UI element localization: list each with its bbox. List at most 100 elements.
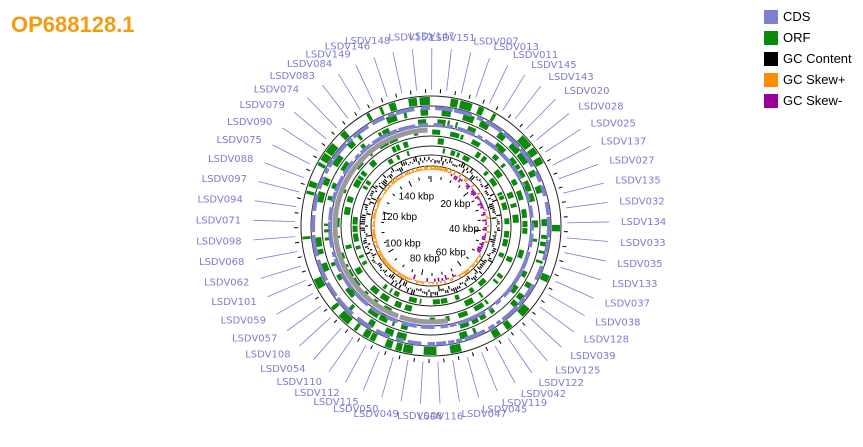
gc-content-mark (461, 282, 464, 285)
gene-label: LSDV097 (202, 174, 247, 185)
gene-label: LSDV032 (619, 196, 664, 207)
orf-block (330, 302, 340, 311)
gene-leader-line (400, 359, 409, 402)
gc-skew-mark (374, 209, 378, 212)
gene-label: LSDV050 (333, 404, 378, 415)
gene-label: LSDV115 (313, 397, 358, 408)
gene-leader-line (264, 162, 304, 179)
gene-leader-line (253, 236, 296, 241)
orf-block (314, 237, 323, 248)
gene-leader-line (355, 64, 374, 103)
orf-block (510, 178, 518, 187)
orf-block (308, 180, 318, 189)
outer-tick (510, 331, 514, 336)
outer-tick (357, 338, 361, 342)
gc-content-mark (484, 190, 488, 193)
orf-block (503, 230, 510, 238)
gc-content-mark (491, 245, 494, 247)
cds-block (520, 251, 531, 270)
gc-skew-mark (391, 267, 395, 271)
gc-content-mark (365, 234, 372, 237)
gc-skew-mark (372, 240, 378, 244)
orf-block (532, 156, 544, 167)
cds-block (484, 119, 504, 134)
gene-leader-line (392, 52, 403, 94)
orf-block (470, 316, 480, 325)
gc-content-mark (485, 186, 489, 190)
gc-skew-mark (470, 189, 475, 193)
gene-leader-line (502, 74, 526, 111)
gc-skew-mark (471, 187, 474, 190)
gc-skew-mark (376, 246, 380, 249)
gc-content-mark (475, 176, 478, 179)
gc-content-mark (366, 213, 371, 216)
orf-block (515, 292, 526, 302)
gene-label: LSDV059 (221, 316, 266, 327)
gc-skew-mark (463, 178, 467, 182)
gc-skew-mark (463, 270, 467, 275)
gc-content-mark (362, 214, 366, 217)
gc-content-mark (488, 205, 494, 208)
gc-skew-mark (383, 259, 388, 264)
gene-leader-line (558, 163, 599, 180)
outer-tick (370, 345, 373, 350)
kbp-tick (418, 177, 420, 181)
orf-block (522, 180, 532, 193)
orf-block (454, 294, 461, 301)
cds-block (447, 339, 455, 345)
orf-block (391, 145, 398, 153)
orf-block (382, 283, 388, 290)
gene-leader-line (560, 266, 601, 281)
cds-block (342, 160, 355, 176)
orf-block (517, 303, 530, 317)
gene-label: LSDV068 (199, 257, 244, 268)
legend-swatch-orf (764, 30, 778, 45)
gc-skew-mark (443, 168, 447, 172)
gene-leader-line (419, 361, 424, 404)
gc-skew-mark (464, 269, 469, 274)
gc-content-mark (402, 162, 406, 166)
gc-skew-mark (470, 264, 474, 268)
gc-content-mark (465, 167, 469, 171)
orf-block (384, 338, 394, 349)
gene-leader-line (293, 111, 327, 140)
orf-block (437, 119, 446, 126)
orf-block (358, 254, 365, 259)
outer-tick (342, 121, 346, 125)
orf-block (515, 189, 524, 201)
gc-content-mark (369, 201, 375, 205)
gc-content-mark (473, 268, 479, 274)
kbp-tick (408, 180, 413, 187)
outer-tick (495, 106, 499, 111)
orf-block (474, 151, 482, 159)
cds-block (327, 159, 335, 169)
gc-skew-mark (464, 179, 468, 183)
kbp-tick (471, 200, 475, 203)
gc-skew-mark (378, 197, 382, 201)
orf-block (538, 250, 546, 255)
gc-content-mark (418, 161, 420, 166)
cds-block (523, 190, 531, 202)
cds-block (375, 328, 391, 339)
track-ring (321, 116, 541, 336)
kbp-tick (449, 180, 452, 184)
gene-label: LSDV047 (461, 409, 506, 420)
orf-block (482, 170, 489, 177)
gc-content-mark (371, 253, 377, 257)
cds-block (339, 272, 354, 291)
orf-block (338, 310, 353, 325)
orf-block (477, 277, 487, 287)
cds-block (333, 258, 343, 273)
gene-leader-line (494, 345, 516, 384)
gc-content-mark (474, 272, 477, 275)
orf-block (449, 131, 460, 139)
cds-block (487, 304, 494, 311)
gc-skew-mark (443, 280, 447, 284)
gc-skew-mark (460, 179, 463, 182)
gc-skew-mark (382, 193, 386, 196)
gc-skew-mark (410, 171, 413, 174)
gc-content-mark (478, 270, 483, 275)
kbp-tick (399, 186, 403, 190)
legend-swatch-cds (764, 9, 778, 24)
gc-content-mark (492, 249, 496, 253)
